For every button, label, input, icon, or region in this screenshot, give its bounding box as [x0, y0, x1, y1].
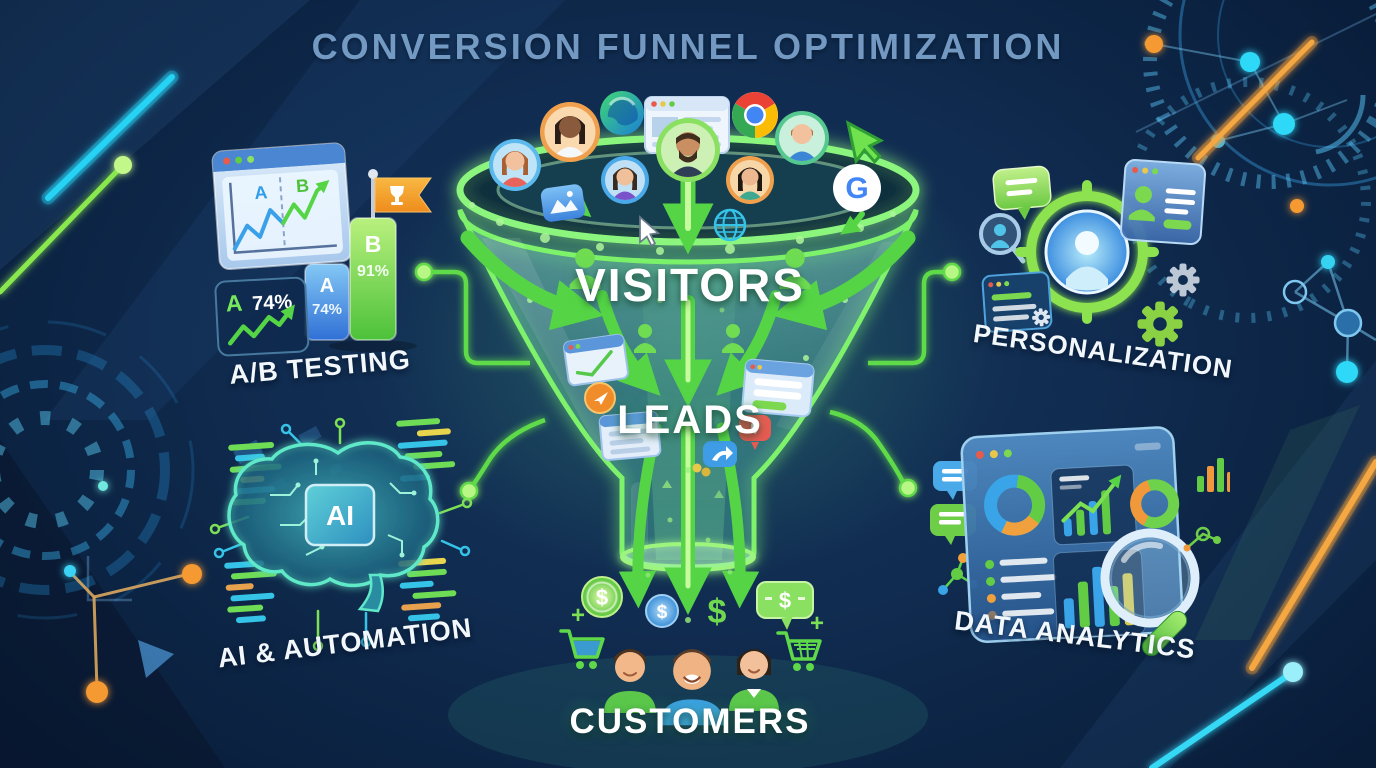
customer-avatar — [729, 649, 779, 711]
plus-sign: + — [810, 610, 824, 637]
donut-chart — [984, 474, 1046, 536]
svg-text:$: $ — [657, 602, 668, 623]
customers-cluster: $ $ $ $ + + — [559, 576, 824, 726]
gear-icon — [1032, 308, 1051, 327]
page-title: CONVERSION FUNNEL OPTIMIZATION — [311, 26, 1065, 67]
chat-bubble-icon — [992, 165, 1052, 220]
svg-text:B: B — [295, 175, 309, 196]
neon-line-green-topleft — [0, 156, 132, 295]
send-icon — [584, 382, 616, 414]
hairline — [1135, 13, 1376, 133]
neon-line-orange-bottomright — [1245, 455, 1376, 675]
svg-text:$: $ — [779, 588, 791, 613]
target-user-icon — [1015, 180, 1159, 324]
gear-icon — [1137, 301, 1183, 347]
neon-line-cyan-bottomright — [1149, 662, 1303, 768]
variant-a-bar: A 74% — [304, 263, 350, 341]
dollar-coin-icon: $ — [645, 594, 679, 628]
ai-automation-cluster: AI — [209, 417, 473, 652]
gear-icon — [1166, 263, 1200, 297]
magnifier-icon — [1100, 528, 1200, 657]
visitor-avatar — [656, 118, 720, 182]
svg-text:A: A — [320, 275, 334, 297]
visitor-avatar — [489, 139, 541, 191]
corner-band — [1060, 360, 1376, 768]
customer-avatar — [660, 649, 724, 726]
corner-band — [1195, 405, 1360, 640]
customer-avatar — [604, 649, 656, 713]
neon-line-cyan-topleft — [41, 70, 179, 205]
dollar-coin-icon: $ — [581, 576, 623, 618]
svg-text:A: A — [254, 182, 268, 203]
node-graph-right — [1282, 255, 1376, 383]
edge-browser-icon — [600, 91, 644, 135]
svg-text:$: $ — [596, 585, 608, 610]
ab-metric-panel: A 74% — [214, 276, 310, 357]
svg-text:91%: 91% — [357, 263, 389, 280]
visitor-avatar — [601, 156, 649, 204]
image-icon — [540, 184, 586, 222]
google-icon: G — [833, 164, 881, 212]
globe-icon — [713, 208, 747, 242]
cursor-icon — [845, 120, 885, 165]
funnel-stage-leads: LEADS — [617, 398, 763, 442]
trophy-icon — [390, 186, 404, 205]
analytics-dashboard — [960, 426, 1184, 643]
svg-text:A: A — [225, 290, 243, 317]
leads-window-icon — [598, 411, 662, 461]
donut-chart — [1130, 479, 1180, 529]
svg-text:G: G — [845, 172, 868, 205]
neon-line-orange-topright — [1192, 36, 1318, 164]
coins-icon — [692, 463, 711, 477]
mini-bar-chart-icon — [1197, 458, 1230, 492]
chrome-browser-icon — [732, 92, 778, 138]
shopping-cart-icon — [776, 631, 822, 671]
ai-chip: AI — [304, 483, 376, 547]
visitor-avatar — [540, 102, 600, 162]
corner-band — [0, 440, 225, 768]
corner-band — [0, 0, 310, 270]
plus-sign: + — [571, 602, 585, 629]
leads-window-icon — [563, 333, 629, 387]
shopping-cart-icon — [559, 629, 605, 669]
node-graph-bottomleft — [64, 556, 202, 703]
profile-card-icon — [1119, 158, 1207, 246]
settings-panel-icon — [981, 271, 1053, 333]
dollar-sign: $ — [708, 593, 727, 631]
personalization-cluster — [979, 158, 1207, 347]
funnel-stage-visitors: VISITORS — [575, 259, 805, 311]
share-icon — [703, 441, 737, 467]
hud-rings-left — [0, 320, 344, 620]
traffic-sources: G — [489, 91, 885, 248]
svg-text:74%: 74% — [312, 301, 342, 318]
variant-b-bar: B 91% — [349, 217, 397, 341]
funnel-stage-customers: CUSTOMERS — [569, 702, 811, 741]
ai-brain-icon: AI — [227, 441, 440, 613]
triangle-accent — [138, 640, 174, 678]
like-heart-icon — [739, 415, 771, 450]
ab-chart-window: A B — [211, 142, 353, 271]
kpi-list — [985, 557, 1057, 620]
ab-testing-cluster: A B B 91% A 74% A 74% — [211, 142, 432, 357]
visitor-avatar — [775, 111, 829, 165]
svg-text:B: B — [365, 231, 382, 257]
trend-panel — [1050, 464, 1137, 546]
data-analytics-cluster — [930, 426, 1230, 657]
dot-line-chart-icon — [1183, 526, 1221, 552]
dollar-bubble-icon: $ — [756, 581, 814, 630]
particles — [645, 297, 733, 623]
feature-connectors — [414, 262, 962, 501]
svg-text:AI: AI — [326, 500, 354, 531]
visitor-avatar — [726, 156, 774, 204]
visitor-silhouettes — [569, 248, 811, 353]
leads-window-icon — [741, 358, 815, 418]
cursor-icon — [639, 215, 661, 248]
